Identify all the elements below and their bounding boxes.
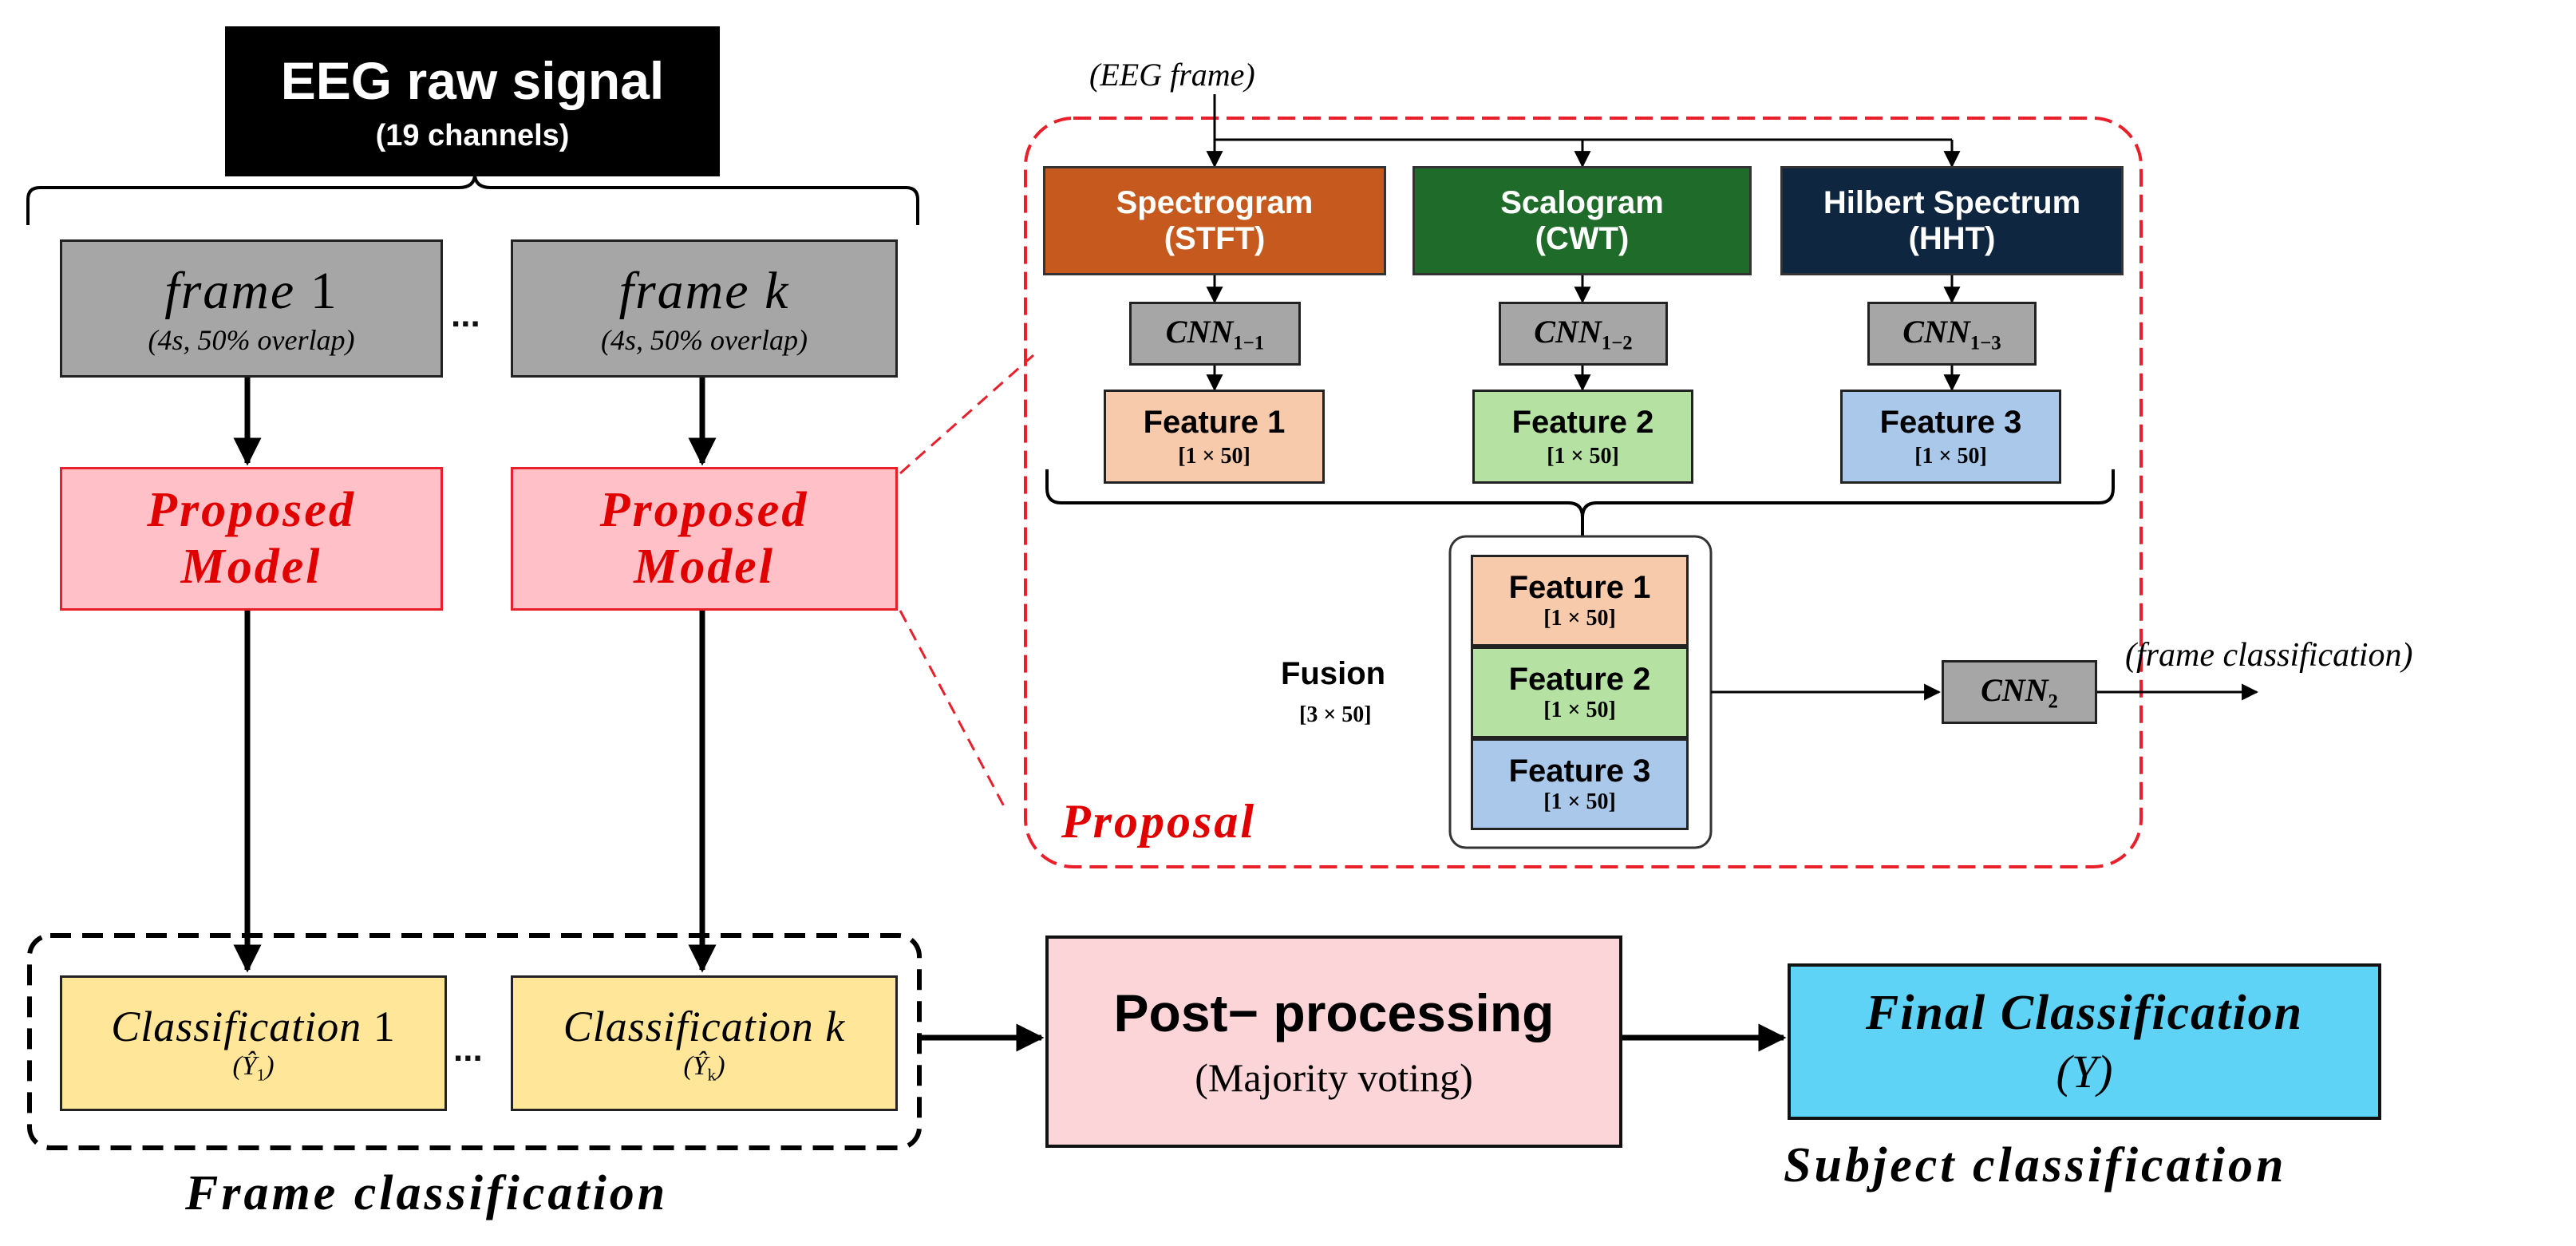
hilbert-spectrum-title: Hilbert Spectrum <box>1823 184 2081 220</box>
eeg-raw-signal-box: EEG raw signal (19 channels) <box>225 26 720 176</box>
proposed-model-1-line2: Model <box>180 540 322 594</box>
cnn2-label: CNN2 <box>1981 671 2058 713</box>
feature-2-dim: [1 × 50] <box>1547 443 1619 469</box>
classification-ellipsis: ... <box>453 1030 483 1069</box>
frame-classification-group <box>27 933 922 1150</box>
classification-k-y: (Ŷk) <box>683 1050 725 1085</box>
post-processing-subtitle: (Majority voting) <box>1195 1055 1473 1100</box>
scalogram-title: Scalogram <box>1500 184 1664 220</box>
cnn-1-3-box: CNN1−3 <box>1867 302 2037 366</box>
cnn-1-2-label: CNN1−2 <box>1534 313 1633 354</box>
frame-classification-label: Frame classification <box>185 1166 669 1220</box>
final-classification-box: Final Classification (Y) <box>1788 963 2381 1120</box>
fusion-feature-2: Feature 2 [1 × 50] <box>1471 647 1689 738</box>
frame-k-box: frame k (4s, 50% overlap) <box>511 239 898 378</box>
final-classification-title: Final Classification <box>1865 986 2304 1040</box>
hilbert-spectrum-box: Hilbert Spectrum (HHT) <box>1780 166 2124 275</box>
fusion-label: Fusion <box>1281 656 1386 691</box>
proposal-region <box>1024 117 2143 868</box>
proposed-model-1-box: Proposed Model <box>60 467 443 611</box>
post-processing-box: Post− processing (Majority voting) <box>1045 935 1622 1148</box>
spectrogram-title: Spectrogram <box>1116 184 1314 220</box>
classification-1-label: Classification 1 <box>111 1002 396 1050</box>
subject-classification-label: Subject classification <box>1784 1138 2287 1193</box>
feature-1-box: Feature 1 [1 × 50] <box>1104 390 1325 484</box>
frame-1-box: frame 1 (4s, 50% overlap) <box>60 239 443 378</box>
frame-1-note: (4s, 50% overlap) <box>148 323 355 356</box>
zoom-line-top <box>899 354 1034 475</box>
feature-3-dim: [1 × 50] <box>1914 443 1987 469</box>
cnn-1-1-label: CNN1−1 <box>1165 313 1265 354</box>
final-classification-symbol: (Y) <box>2056 1046 2113 1098</box>
feature-1-dim: [1 × 50] <box>1178 443 1250 469</box>
spectrogram-box: Spectrogram (STFT) <box>1043 166 1386 275</box>
classification-k-label: Classification k <box>563 1002 846 1050</box>
fusion-dim: [3 × 50] <box>1299 702 1372 727</box>
cnn-1-3-label: CNN1−3 <box>1902 313 2001 354</box>
proposed-model-k-box: Proposed Model <box>511 467 898 611</box>
frame-k-note: (4s, 50% overlap) <box>601 323 808 356</box>
classification-1-box: Classification 1 (Ŷ1) <box>60 975 447 1111</box>
classification-k-box: Classification k (Ŷk) <box>511 975 898 1111</box>
frame-1-label: frame 1 <box>164 261 338 320</box>
cnn-1-2-box: CNN1−2 <box>1499 302 1668 366</box>
cnn2-box: CNN2 <box>1942 660 2097 724</box>
frame-classification-output-label: (frame classification) <box>2125 637 2413 674</box>
proposed-model-1-line1: Proposed <box>147 482 356 537</box>
zoom-line-bottom <box>899 610 1006 807</box>
post-processing-title: Post− processing <box>1113 983 1555 1042</box>
fusion-feature-1: Feature 1 [1 × 50] <box>1471 555 1689 647</box>
proposed-model-k-line2: Model <box>634 540 775 594</box>
feature-2-label: Feature 2 <box>1511 404 1654 440</box>
top-brace <box>26 173 919 225</box>
hilbert-spectrum-method: (HHT) <box>1908 220 1996 256</box>
spectrogram-method: (STFT) <box>1164 220 1266 256</box>
frame-ellipsis: ... <box>451 295 480 334</box>
classification-1-y: (Ŷ1) <box>232 1050 275 1085</box>
proposal-label: Proposal <box>1061 795 1257 848</box>
scalogram-method: (CWT) <box>1535 220 1630 256</box>
eeg-raw-signal-subtitle: (19 channels) <box>375 118 570 152</box>
cnn-1-1-box: CNN1−1 <box>1129 302 1301 366</box>
eeg-frame-input-label: (EEG frame) <box>1089 57 1255 93</box>
feature-2-box: Feature 2 [1 × 50] <box>1472 390 1693 484</box>
proposed-model-k-line1: Proposed <box>599 482 809 537</box>
frame-k-label: frame k <box>618 261 790 320</box>
fusion-feature-3: Feature 3 [1 × 50] <box>1471 738 1689 830</box>
feature-3-box: Feature 3 [1 × 50] <box>1840 390 2061 484</box>
feature-3-label: Feature 3 <box>1879 404 2022 440</box>
eeg-raw-signal-title: EEG raw signal <box>280 50 665 110</box>
feature-1-label: Feature 1 <box>1143 404 1286 440</box>
scalogram-box: Scalogram (CWT) <box>1412 166 1752 275</box>
